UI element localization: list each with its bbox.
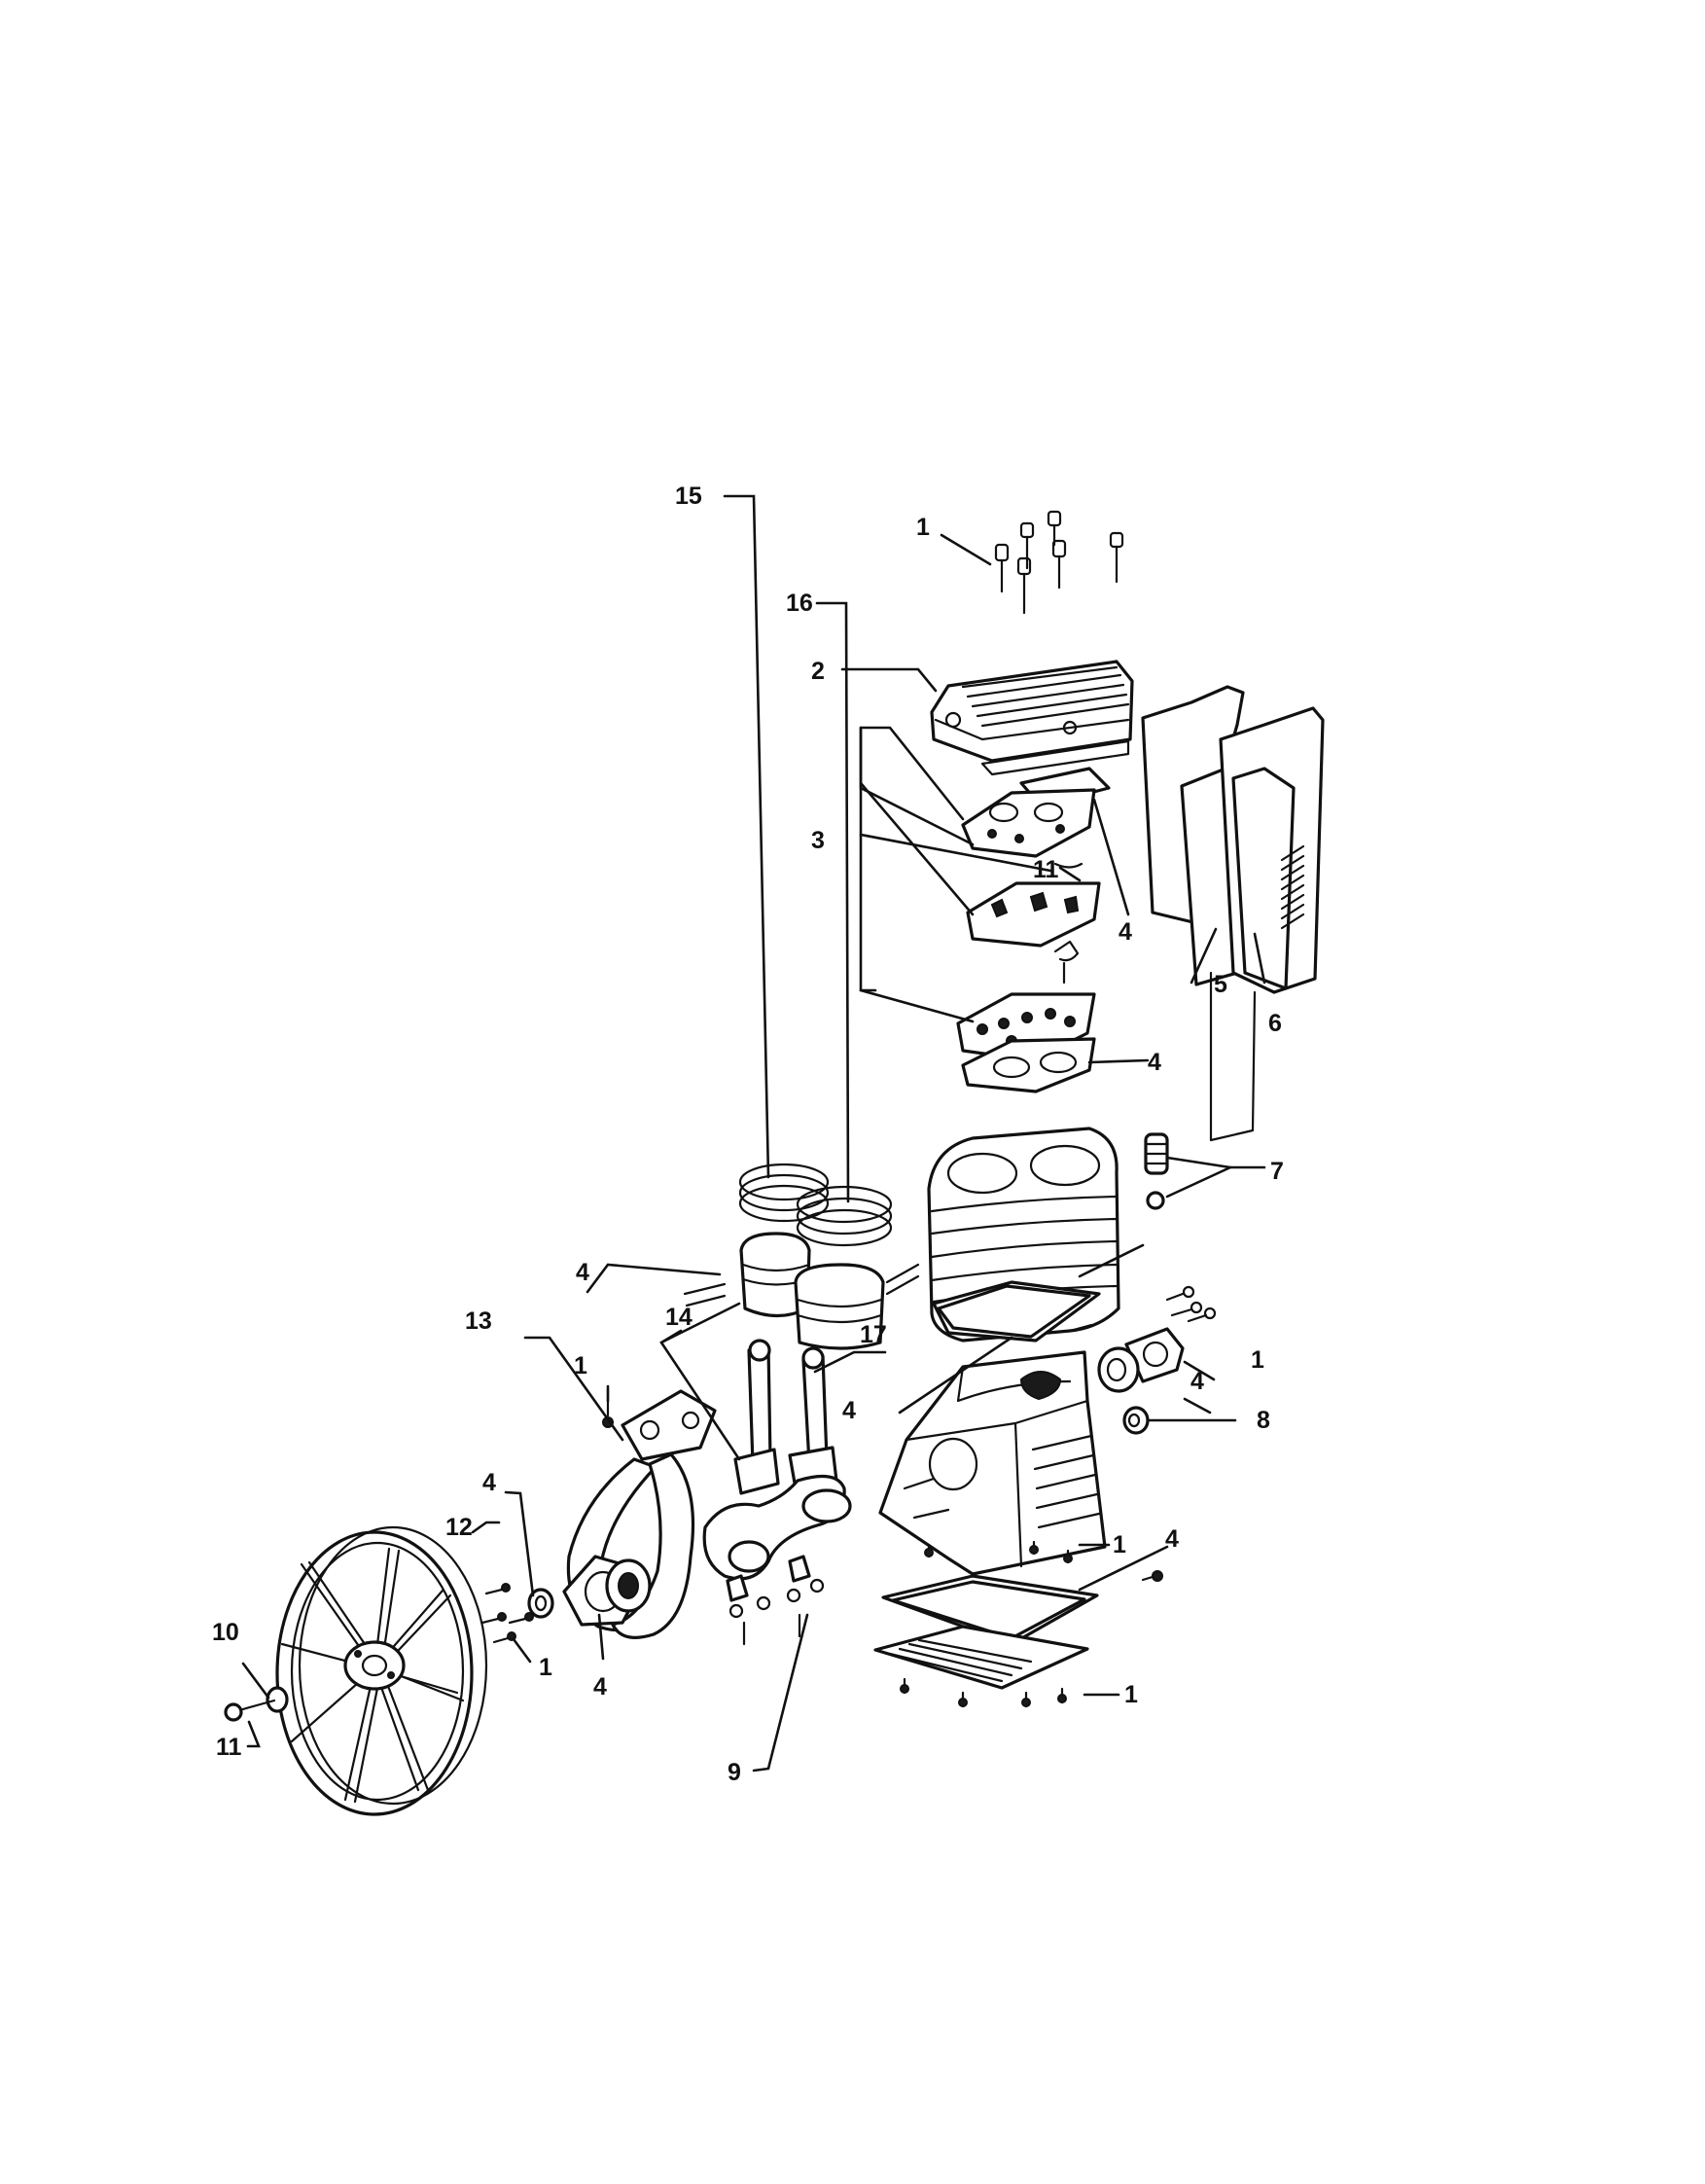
callout-13: 13 <box>465 1307 492 1335</box>
callout-16: 16 <box>786 590 813 617</box>
callout-4: 4 <box>576 1259 589 1286</box>
callout-11: 11 <box>216 1734 242 1761</box>
callout-4: 4 <box>842 1397 856 1424</box>
cylinder <box>927 1127 1120 1343</box>
callout-4: 4 <box>1190 1368 1204 1395</box>
callout-4: 4 <box>1148 1049 1161 1076</box>
leader-lines <box>241 494 1266 1772</box>
callout-14: 14 <box>665 1304 693 1331</box>
callout-1: 1 <box>1124 1681 1138 1708</box>
callout-4: 4 <box>482 1469 496 1496</box>
callout-4: 4 <box>1119 918 1132 946</box>
callout-7: 7 <box>1270 1158 1284 1185</box>
callout-6: 6 <box>1268 1010 1282 1037</box>
callout-1: 1 <box>1251 1346 1264 1374</box>
shroud-assembly <box>1141 685 1325 1142</box>
callout-1: 1 <box>574 1352 587 1379</box>
callout-4: 4 <box>1165 1525 1179 1553</box>
callout-15: 15 <box>675 483 702 510</box>
callout-9: 9 <box>728 1759 741 1786</box>
callout-11: 11 <box>1033 856 1059 883</box>
callout-1: 1 <box>916 514 930 541</box>
piston-assembly <box>683 1163 920 1495</box>
crankshaft <box>480 1474 852 1646</box>
front-bearing-housing <box>527 1555 652 1627</box>
flywheel <box>275 1525 488 1816</box>
callout-17: 17 <box>860 1321 887 1348</box>
callout-8: 8 <box>1257 1407 1270 1434</box>
head-bolts <box>994 510 1124 615</box>
bottom-cover <box>873 1540 1163 1708</box>
cylinder-base-gasket <box>932 1280 1101 1343</box>
flywheel-bolt <box>224 1686 289 1722</box>
callout-labels: 1 2 3 11 4 5 6 4 15 16 7 4 13 14 17 1 1 … <box>212 483 1284 1786</box>
breather <box>1144 1132 1169 1210</box>
callout-2: 2 <box>811 658 825 685</box>
callout-10: 10 <box>212 1619 239 1646</box>
cylinder-head <box>930 660 1134 776</box>
callout-1: 1 <box>539 1654 552 1681</box>
valve-plate-stack <box>956 767 1111 1093</box>
callout-4: 4 <box>593 1673 607 1701</box>
callout-5: 5 <box>1214 971 1227 998</box>
callout-12: 12 <box>445 1514 473 1541</box>
bearing-housing <box>1097 1285 1217 1435</box>
callout-1: 1 <box>1113 1531 1126 1558</box>
crankcase <box>878 1350 1107 1576</box>
callout-3: 3 <box>811 827 825 854</box>
